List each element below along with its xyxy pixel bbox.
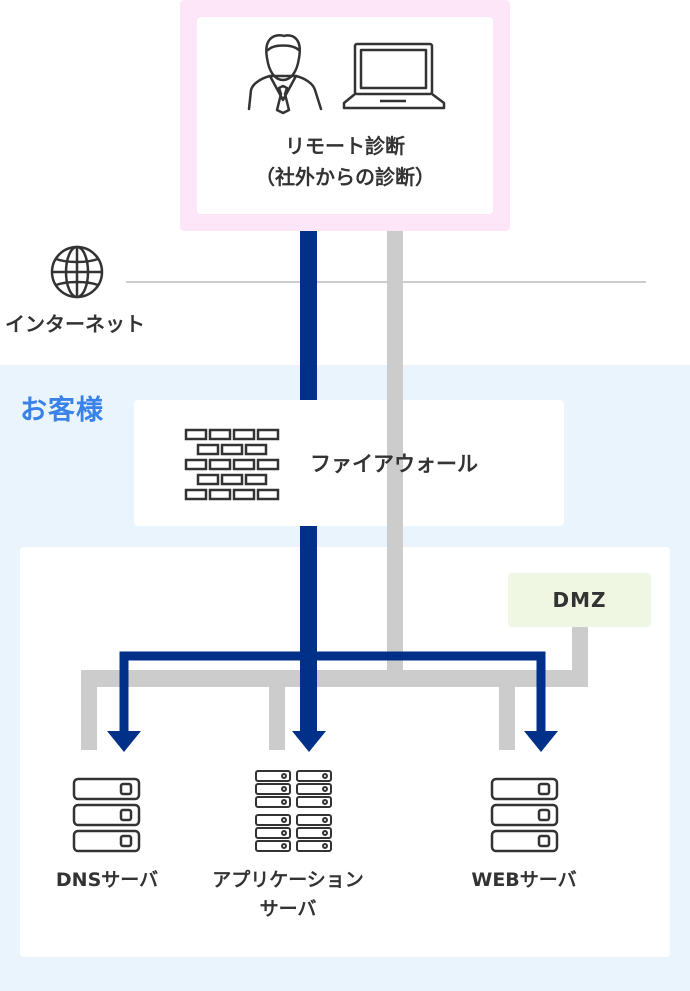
network-line xyxy=(81,231,588,750)
app-server-label-line2: サーバ xyxy=(259,898,317,920)
app-server-label-line1: アプリケーション xyxy=(212,869,364,891)
dns-server-icon xyxy=(72,777,141,853)
arrow-app xyxy=(292,731,326,752)
remote-subtitle: （社外からの診断） xyxy=(255,165,435,189)
dmz-badge: DMZ xyxy=(508,573,651,627)
remote-access-path xyxy=(107,231,558,752)
web-server-label: WEBサーバ xyxy=(471,869,577,891)
person-icon xyxy=(247,34,323,115)
app-server-cluster-icon xyxy=(255,770,332,852)
customer-label: お客様 xyxy=(20,395,104,426)
laptop-icon xyxy=(342,42,446,110)
remote-title: リモート診断 xyxy=(285,134,405,158)
internet-label: インターネット xyxy=(5,312,145,336)
remote-diagnosis-box xyxy=(197,17,493,214)
web-server-icon xyxy=(490,777,559,853)
brick-wall-icon xyxy=(184,428,280,501)
globe-icon xyxy=(50,245,104,299)
arrow-web xyxy=(524,731,558,752)
firewall-label: ファイアウォール xyxy=(310,452,478,476)
arrow-dns xyxy=(107,731,141,752)
dns-server-label: DNSサーバ xyxy=(55,869,159,891)
